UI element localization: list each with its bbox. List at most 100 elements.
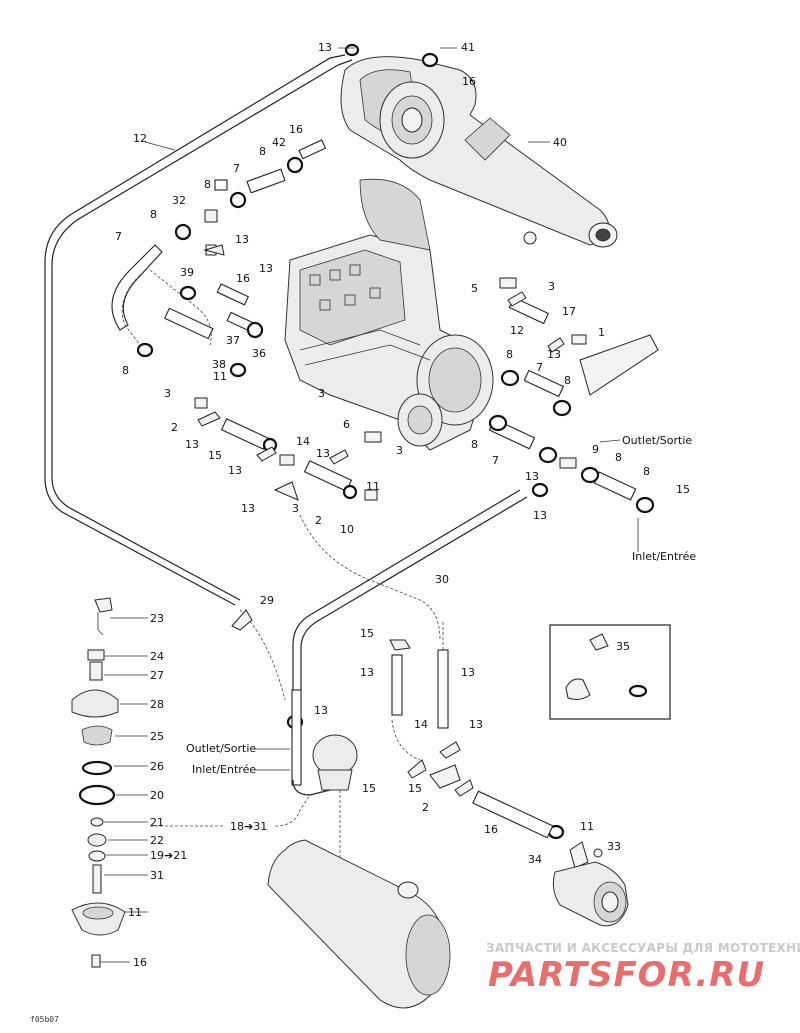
callout: 37: [226, 334, 240, 347]
callout: 7: [536, 361, 543, 374]
hose-10-path: [299, 514, 441, 641]
hose-10: [292, 489, 528, 690]
callout: 3: [164, 387, 171, 400]
range-reference-label: 18➔31: [230, 820, 267, 833]
exhaust-pipe-40: [340, 56, 618, 248]
callout: 11: [128, 906, 142, 919]
watermark-logo-text: PARTSFOR.RU: [488, 955, 765, 995]
callout: 34: [528, 853, 542, 866]
callout: 8: [150, 208, 157, 221]
callout: 22: [150, 834, 164, 847]
callout: 12: [133, 132, 147, 145]
callout: 13: [525, 470, 539, 483]
callout: 15: [208, 449, 222, 462]
callout: 3: [548, 280, 555, 293]
right-hoses: [364, 277, 637, 501]
callout: 16: [236, 272, 250, 285]
callout: 20: [150, 789, 164, 802]
lower-right-hoses: [389, 620, 603, 869]
callout: 2: [171, 421, 178, 434]
callout: 29: [260, 594, 274, 607]
left-lower-hoses: [194, 397, 378, 501]
callout: 6: [343, 418, 350, 431]
rear-dash-path: [391, 719, 421, 761]
callout: 8: [122, 364, 129, 377]
inlet-label-upper: Inlet/Entrée: [632, 550, 696, 563]
callout: 8: [471, 438, 478, 451]
inlet-label-lower: Inlet/Entrée: [192, 763, 256, 776]
callout: 7: [233, 162, 240, 175]
callout: 13: [235, 233, 249, 246]
callout: 33: [607, 840, 621, 853]
callout: 1: [598, 326, 605, 339]
callout: 7: [492, 454, 499, 467]
callout: 39: [180, 266, 194, 279]
callout: 21: [150, 816, 164, 829]
callout: 19➔21: [150, 849, 187, 862]
callout: 8: [615, 451, 622, 464]
outlet-label-lower: Outlet/Sortie: [186, 742, 256, 755]
callout: 16: [289, 123, 303, 136]
callout: 40: [553, 136, 567, 149]
callout: 11: [213, 370, 227, 383]
callout: 7: [115, 230, 122, 243]
callout: 8: [259, 145, 266, 158]
callout-labels: 13 41 16 40 12 16 42 8 7 8 32 8 7 13 39 …: [115, 41, 690, 969]
callout: 13: [316, 447, 330, 460]
callout: 8: [643, 465, 650, 478]
callout: 42: [272, 136, 286, 149]
callout: 11: [580, 820, 594, 833]
callout: 23: [150, 612, 164, 625]
callout: 2: [315, 514, 322, 527]
callout: 14: [414, 718, 428, 731]
hose-12: [44, 54, 353, 606]
callout: 15: [676, 483, 690, 496]
callout: 8: [506, 348, 513, 361]
callout: 13: [314, 704, 328, 717]
callout: 10: [340, 523, 354, 536]
jet-pump-housing: [552, 861, 629, 927]
callout: 24: [150, 650, 164, 663]
callout: 12: [510, 324, 524, 337]
engine-block: [284, 178, 494, 451]
callout: 15: [362, 782, 376, 795]
leader-lines: [100, 47, 639, 963]
callout: 31: [150, 869, 164, 882]
callout: 13: [228, 464, 242, 477]
inset-box: [549, 624, 671, 720]
callout: 5: [471, 282, 478, 295]
inset-parts: [565, 633, 648, 700]
callout: 13: [241, 502, 255, 515]
callout: 8: [204, 178, 211, 191]
callout: 13: [259, 262, 273, 275]
callout: 27: [150, 669, 164, 682]
callout: 28: [150, 698, 164, 711]
outlet-label-upper: Outlet/Sortie: [622, 434, 692, 447]
watermark-tagline: ЗАПЧАСТИ И АКСЕССУАРЫ ДЛЯ МОТОТЕХНИКИ: [486, 941, 800, 955]
callout: 11: [366, 480, 380, 493]
callout: 13: [360, 666, 374, 679]
hose-12-path: [239, 609, 286, 701]
callout: 35: [616, 640, 630, 653]
callout: 13: [469, 718, 483, 731]
callout: 13: [318, 41, 332, 54]
callout: 26: [150, 760, 164, 773]
muffler: [267, 839, 451, 1009]
pressure-cap-column: [71, 597, 126, 968]
callout: 8: [564, 374, 571, 387]
callout: 16: [484, 823, 498, 836]
callout: 3: [292, 502, 299, 515]
callout: 30: [435, 573, 449, 586]
callout: 17: [562, 305, 576, 318]
callout: 9: [592, 443, 599, 456]
callout: 15: [360, 627, 374, 640]
callout: 36: [252, 347, 266, 360]
watermark: ЗАПЧАСТИ И АКСЕССУАРЫ ДЛЯ МОТОТЕХНИКИ PA…: [486, 941, 800, 995]
callout: 32: [172, 194, 186, 207]
callout: 25: [150, 730, 164, 743]
callout: 13: [461, 666, 475, 679]
callout: 38: [212, 358, 226, 371]
callout: 2: [422, 801, 429, 814]
callout: 13: [185, 438, 199, 451]
